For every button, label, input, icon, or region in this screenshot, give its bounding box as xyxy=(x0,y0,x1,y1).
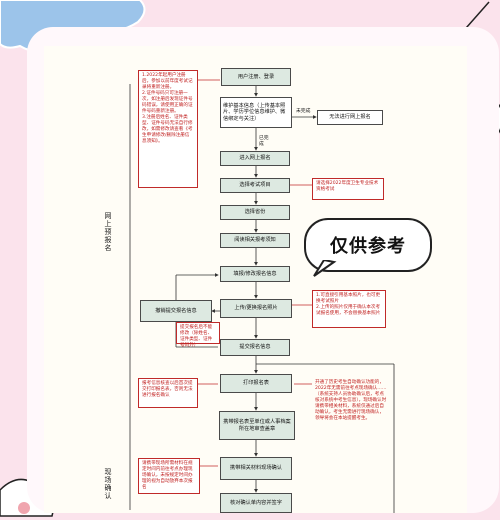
step-maintain-info: 维护基本信息（上传基本照片、学历学位信息维护、微信绑定与关注） xyxy=(220,97,292,128)
note-registration-rules: 1.2022年起用户注册后，参加以前年度考试记录将重新注册。 2.证件号码只可注… xyxy=(138,70,198,188)
step-register: 用户注册、登录 xyxy=(221,68,291,86)
note-onsite: 请携带现场所需材料在规定时间内前往考点办理现场确认，未按规定时间办理的视为自动放… xyxy=(138,458,200,494)
note-submit: 提交报名后不能修改（除姓名、证件类型、证件号码外） xyxy=(176,322,220,348)
step-fill-info: 填报/修改报名信息 xyxy=(220,266,290,282)
step-bring-form: 携带报名表至单位或人事档案所在地审查盖章 xyxy=(219,411,295,440)
stamp-tail xyxy=(313,260,337,277)
step-enter-online: 进入网上报名 xyxy=(220,151,290,166)
step-read-notice: 阅读相关报考须知 xyxy=(220,233,290,248)
step-upload-photo: 上传/更换报名照片 xyxy=(220,299,292,318)
stage-label-online: 网上预报名 xyxy=(104,212,112,252)
step-verify-sign: 核对确认单内容并签字 xyxy=(220,493,292,513)
step-bring-materials: 携带相关材料现场确认 xyxy=(220,457,292,480)
note-select-project: 请选择2022年度卫生专业技术资格考试 xyxy=(312,178,384,200)
stage-label-onsite: 现场确认 xyxy=(104,468,112,500)
step-submit: 提交报名信息 xyxy=(220,339,290,356)
step-print-form: 打印报名表 xyxy=(220,374,292,393)
step-withdraw: 撤销提交报名信息 xyxy=(140,300,212,322)
note-photo: 1.可直接引用基本照片，也可更换考试照片 2.上传的照片仅用于确认本次考试报名使… xyxy=(312,290,386,328)
step-select-province: 选择省份 xyxy=(220,205,290,220)
label-done: 已完成 xyxy=(259,136,269,147)
note-auto-confirm: 开通了历史考生自动确认功能的，2022年无需前往考点现场确认……（系统支持人员协… xyxy=(315,380,387,421)
step-cannot-apply: 无法进行网上报名 xyxy=(317,110,383,125)
stamp-text: 仅供参考 xyxy=(330,236,406,257)
label-incomplete: 未完成 xyxy=(296,109,311,114)
note-print: 报考信息核查以后首次提交打印报名表，否则无法进行报名确认 xyxy=(138,378,198,408)
reference-only-stamp: 仅供参考 xyxy=(304,218,432,272)
step-select-project: 选择考试项目 xyxy=(220,178,290,193)
